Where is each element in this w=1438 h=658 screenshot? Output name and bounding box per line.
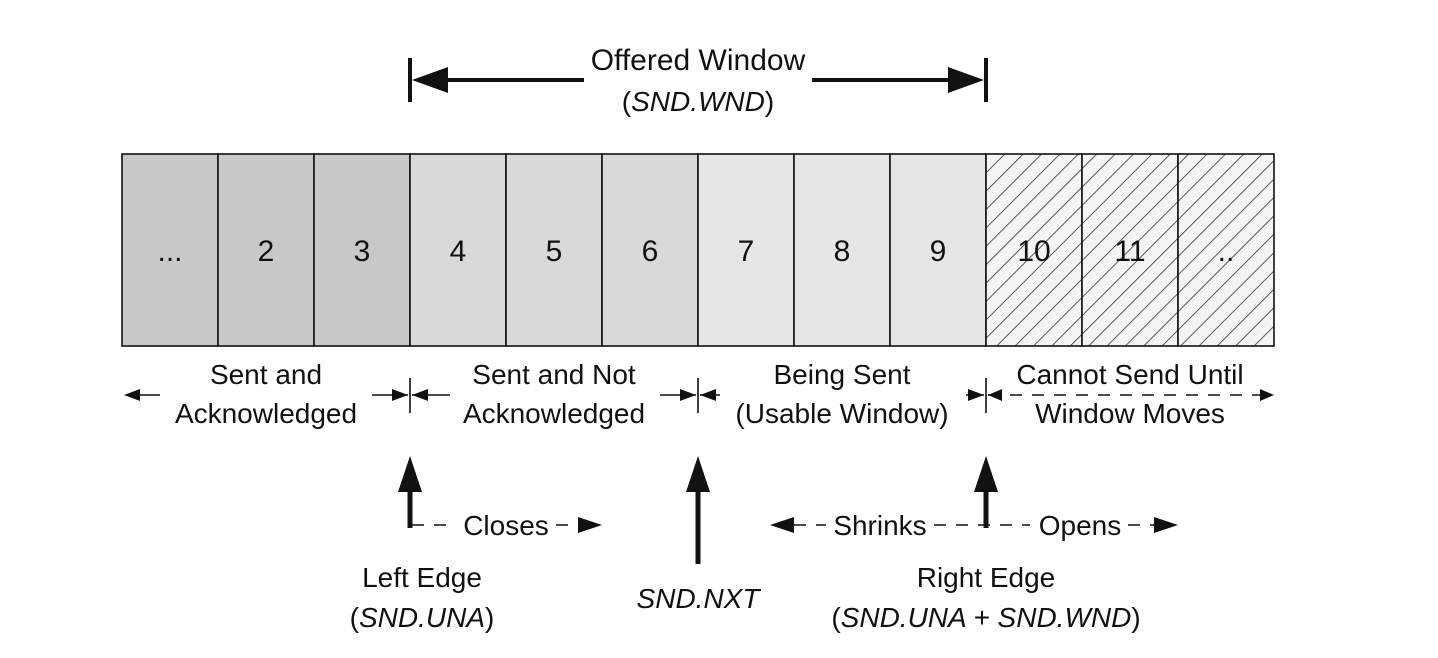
sequence-cell-label: 9 xyxy=(930,235,947,268)
snd-nxt-label: SND.NXT xyxy=(637,583,762,614)
right-edge-arrowhead xyxy=(974,456,998,492)
sequence-cell: 9 xyxy=(889,153,987,347)
region-cannot-send-line1: Cannot Send Until xyxy=(1016,359,1243,390)
offered-window-label: Offered Window xyxy=(591,44,806,77)
shrinks-arrowhead xyxy=(770,517,794,533)
region-boundary-arrows xyxy=(124,378,1274,413)
sequence-cell: ... xyxy=(121,153,219,347)
closes-label: Closes xyxy=(463,510,549,541)
sequence-cell-label: 10 xyxy=(1017,235,1050,268)
offered-window-indicator: Offered Window (SND.WND) xyxy=(408,44,988,117)
opens-label: Opens xyxy=(1039,510,1122,541)
sequence-cell-box xyxy=(121,153,219,347)
sequence-cell: 11 xyxy=(1081,153,1179,347)
snd-nxt-pointer: SND.NXT xyxy=(637,456,762,614)
sequence-cells: ... 2 3 4 5 6 7 8 9 10 11.. xyxy=(121,153,1275,347)
shrinks-label: Shrinks xyxy=(833,510,926,541)
sequence-cell: 5 xyxy=(505,153,603,347)
offered-window-var: (SND.WND) xyxy=(622,86,774,117)
sequence-cell-box xyxy=(217,153,315,347)
left-edge-var: (SND.UNA) xyxy=(350,602,495,633)
sequence-cell-label: 8 xyxy=(834,235,851,268)
right-edge-label: Right Edge xyxy=(917,562,1056,593)
sequence-cell-box xyxy=(601,153,699,347)
region-cannot-send-left-arrowhead xyxy=(988,389,1002,401)
left-edge-pointer: Closes Left Edge (SND.UNA) xyxy=(350,456,602,633)
sequence-cell-label: 4 xyxy=(450,235,467,268)
sequence-cell: 10 xyxy=(985,153,1083,347)
sequence-cell-label: .. xyxy=(1218,235,1235,268)
region-being-sent-line2: (Usable Window) xyxy=(735,398,948,429)
region-being-sent-line1: Being Sent xyxy=(774,359,911,390)
sequence-cell-box xyxy=(985,153,1083,347)
region-sent-not-acked-left-arrowhead xyxy=(412,389,428,401)
sequence-cell: 4 xyxy=(409,153,507,347)
snd-nxt-arrowhead xyxy=(686,456,710,492)
sequence-cell: 6 xyxy=(601,153,699,347)
sequence-cell-label: 7 xyxy=(738,235,755,268)
sequence-cell-label: 6 xyxy=(642,235,659,268)
sequence-cell: 3 xyxy=(313,153,411,347)
sequence-cell-label: ... xyxy=(157,235,182,268)
sequence-cell-label: 3 xyxy=(354,235,371,268)
sequence-cell-box xyxy=(505,153,603,347)
region-labels: Sent and Acknowledged Sent and Not Ackno… xyxy=(175,359,1244,429)
right-edge-var: (SND.UNA + SND.WND) xyxy=(831,602,1140,633)
left-edge-arrowhead xyxy=(398,456,422,492)
sequence-cell-label: 5 xyxy=(546,235,563,268)
left-edge-label: Left Edge xyxy=(362,562,482,593)
region-being-sent-left-arrowhead xyxy=(700,389,716,401)
region-sent-not-acked-line1: Sent and Not xyxy=(472,359,636,390)
closes-arrowhead xyxy=(578,517,602,533)
offered-window-right-arrowhead xyxy=(948,67,984,93)
opens-arrowhead xyxy=(1154,517,1178,533)
sequence-cell-label: 2 xyxy=(258,235,275,268)
region-being-sent-right-arrowhead xyxy=(968,389,984,401)
region-sent-acked-left-arrowhead xyxy=(124,389,140,401)
right-edge-pointer: Shrinks Opens Right Edge (SND.UNA + SND.… xyxy=(770,456,1178,633)
sequence-cell-box xyxy=(1177,153,1275,347)
sequence-cell-box xyxy=(889,153,987,347)
region-sent-acked-line1: Sent and xyxy=(210,359,322,390)
sequence-cell: 2 xyxy=(217,153,315,347)
sequence-cell: 7 xyxy=(697,153,795,347)
region-sent-acked-line2: Acknowledged xyxy=(175,398,357,429)
sequence-cell: 8 xyxy=(793,153,891,347)
sequence-cell-box xyxy=(1081,153,1179,347)
sequence-cell-box xyxy=(409,153,507,347)
sequence-cell-label: 11 xyxy=(1114,235,1145,268)
region-sent-acked-right-arrowhead xyxy=(392,389,408,401)
region-cannot-send-right-arrowhead xyxy=(1260,389,1274,401)
sequence-cell-box xyxy=(313,153,411,347)
sequence-cell: .. xyxy=(1177,153,1275,347)
offered-window-left-arrowhead xyxy=(412,67,448,93)
region-cannot-send-line2: Window Moves xyxy=(1035,398,1225,429)
region-sent-not-acked-line2: Acknowledged xyxy=(463,398,645,429)
region-sent-not-acked-right-arrowhead xyxy=(680,389,696,401)
